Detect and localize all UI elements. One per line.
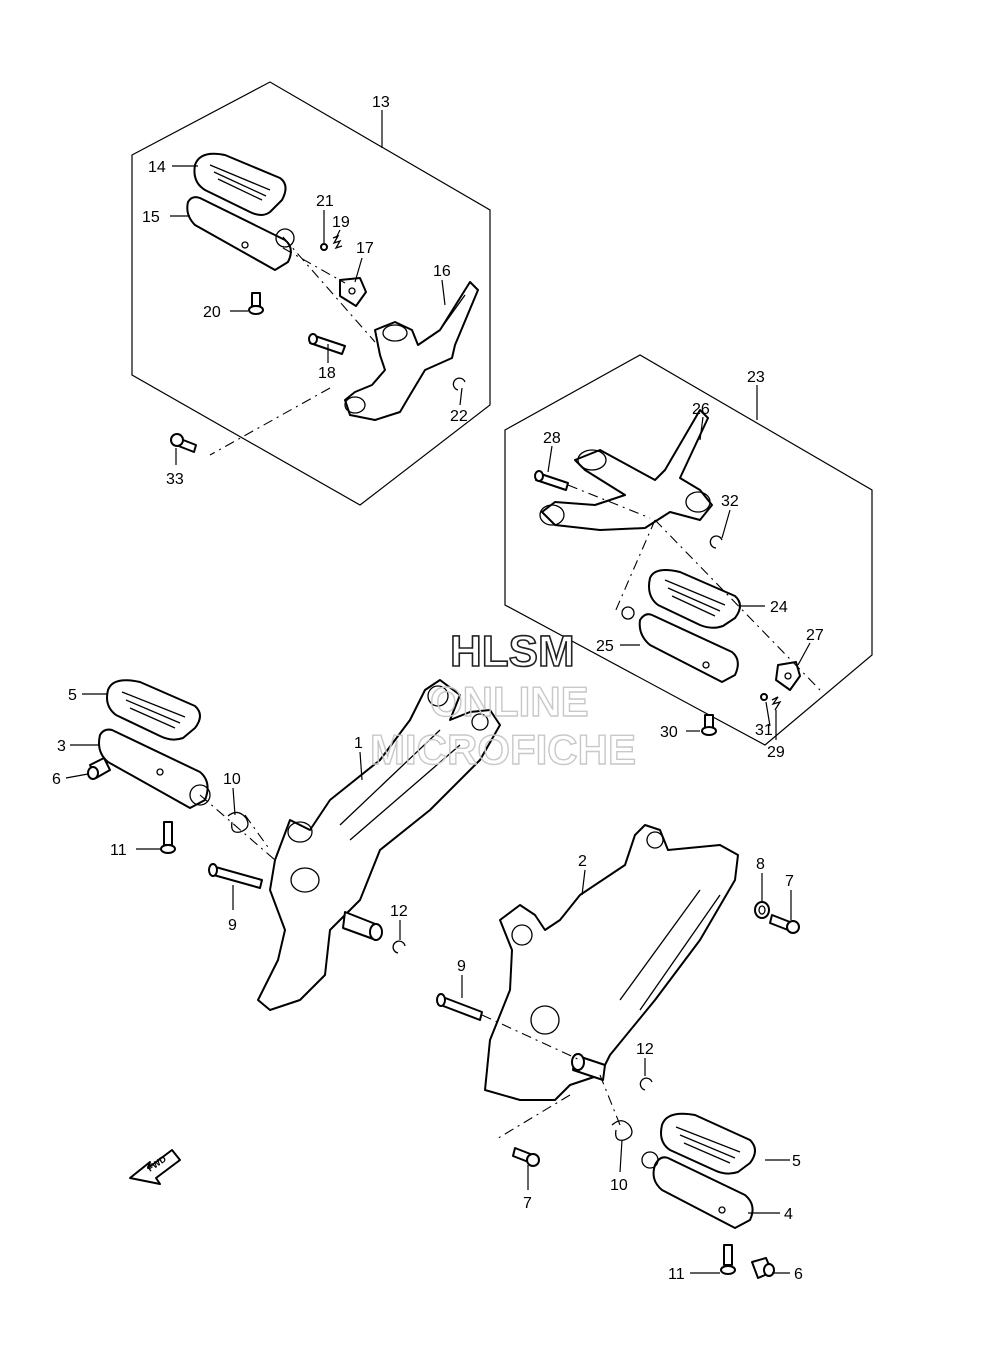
callout-18: 18 — [318, 365, 336, 382]
callout-22: 22 — [450, 408, 468, 425]
watermark: HLSM ONLINE MICROFICHE — [369, 626, 636, 774]
callout-12-right: 12 — [636, 1041, 654, 1058]
bolt-20 — [248, 292, 264, 315]
callout-24: 24 — [770, 599, 788, 616]
pin-18 — [308, 333, 346, 355]
ball-31 — [760, 693, 768, 701]
assembly-23-guide-lines — [567, 484, 821, 691]
bolt-30 — [701, 714, 717, 736]
callout-1: 1 — [354, 735, 363, 752]
callout-leaders — [65, 165, 811, 1274]
pin-9-left — [208, 863, 263, 889]
callout-7-lower: 7 — [523, 1195, 532, 1212]
callout-30: 30 — [660, 724, 678, 741]
callout-15: 15 — [142, 209, 160, 226]
callout-8: 8 — [756, 856, 765, 873]
footpeg-rubber-14 — [193, 152, 287, 216]
watermark-line-3: MICROFICHE — [370, 726, 636, 773]
callout-27: 27 — [806, 627, 824, 644]
callout-17: 17 — [356, 240, 374, 257]
spring-10-right — [611, 1120, 633, 1141]
callout-10-left: 10 — [223, 771, 241, 788]
pin-9-right — [436, 993, 483, 1021]
watermark-line-2: ONLINE — [430, 678, 589, 725]
clip-12-right — [639, 1077, 653, 1091]
callout-29: 29 — [767, 744, 785, 761]
assembly-23-outline — [504, 354, 873, 746]
callout-33: 33 — [166, 471, 184, 488]
footpeg-holder-16 — [344, 281, 479, 421]
callout-25: 25 — [596, 638, 614, 655]
footpeg-rubber-24 — [648, 569, 741, 629]
clip-22 — [452, 377, 466, 391]
callout-labels: 13 14 15 21 19 17 16 20 18 22 33 23 26 2… — [52, 94, 824, 1283]
callout-14: 14 — [148, 159, 166, 176]
callout-16: 16 — [433, 263, 451, 280]
callout-11-left: 11 — [110, 842, 127, 859]
callout-31: 31 — [755, 722, 773, 739]
bracket-1 — [257, 679, 501, 1011]
callout-32: 32 — [721, 493, 739, 510]
callout-5-right: 5 — [792, 1153, 801, 1170]
callout-28: 28 — [543, 430, 561, 447]
bolt-11-left — [160, 821, 176, 854]
callout-13: 13 — [372, 94, 390, 111]
footpeg-rubber-5-right — [660, 1112, 756, 1175]
pin-28 — [534, 470, 569, 491]
footpeg-bracket-25 — [621, 606, 739, 683]
callout-3: 3 — [57, 738, 66, 755]
callout-6-left: 6 — [52, 771, 61, 788]
callout-20: 20 — [203, 304, 221, 321]
bolt-7-upper — [769, 914, 800, 934]
footpeg-bracket-3 — [98, 728, 211, 809]
callout-6-right: 6 — [794, 1266, 803, 1283]
footpeg-holder-26 — [539, 409, 713, 531]
callout-12-left: 12 — [390, 903, 408, 920]
callout-21: 21 — [316, 193, 334, 210]
watermark-line-1: HLSM — [450, 627, 575, 676]
clip-32 — [709, 535, 723, 549]
bolt-11-right — [720, 1244, 736, 1275]
bolt-7-lower — [512, 1147, 540, 1167]
footpeg-bracket-4 — [641, 1151, 754, 1229]
right-guide-lines — [481, 1014, 621, 1141]
callout-9-right: 9 — [457, 958, 466, 975]
footpeg-rubber-5-left — [106, 679, 201, 741]
assembly-13-outline — [131, 81, 491, 506]
ball-21 — [320, 243, 328, 251]
callout-10-right: 10 — [610, 1177, 628, 1194]
callout-23: 23 — [747, 369, 765, 386]
clip-12-left — [392, 940, 406, 954]
callout-9-left: 9 — [228, 917, 237, 934]
callout-4: 4 — [784, 1206, 793, 1223]
assembly-13-guide-lines — [209, 236, 376, 456]
rubber-stopper-6-right — [751, 1257, 775, 1279]
washer-8 — [754, 901, 770, 919]
callout-11-right: 11 — [668, 1266, 685, 1283]
bracket-2 — [484, 824, 739, 1101]
left-guide-lines — [199, 794, 276, 861]
spring-19 — [332, 234, 343, 250]
spring-29 — [771, 696, 782, 711]
callout-2: 2 — [578, 853, 587, 870]
callout-19: 19 — [332, 214, 350, 231]
rubber-stopper-6-left — [87, 757, 111, 780]
bolt-33 — [170, 433, 197, 453]
callout-26: 26 — [692, 401, 710, 418]
spring-10-left — [227, 811, 249, 833]
callout-7-upper: 7 — [785, 873, 794, 890]
fwd-arrow-icon: FWD — [129, 1149, 181, 1185]
callout-5-left: 5 — [68, 687, 77, 704]
